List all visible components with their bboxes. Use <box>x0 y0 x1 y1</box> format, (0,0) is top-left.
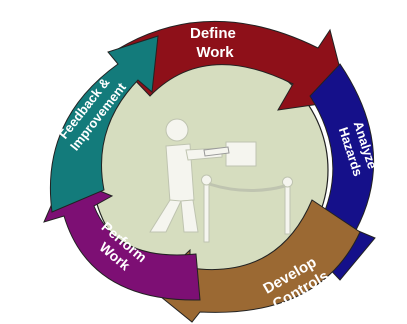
define-work-label: Define Work <box>190 25 240 61</box>
define-work-arrow <box>109 21 349 111</box>
worker-barricade-icon <box>149 118 293 243</box>
feedback-improvement-arrow <box>49 35 159 213</box>
develop-controls-arrow <box>149 199 361 323</box>
